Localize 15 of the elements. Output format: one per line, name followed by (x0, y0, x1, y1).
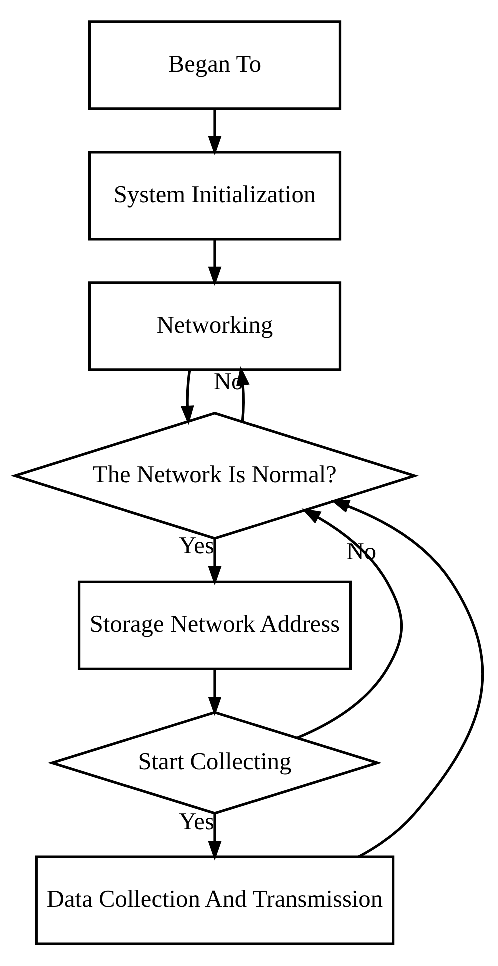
arrow (180, 370, 194, 426)
node-box: Data Collection And Transmission (35, 856, 395, 946)
arrow (208, 240, 222, 286)
node-box: Networking (88, 282, 342, 372)
arrow (208, 538, 222, 586)
arrow (208, 814, 222, 861)
arrow (296, 508, 403, 740)
arrow (208, 109, 222, 156)
node-box: System Initialization (88, 151, 342, 241)
arrow (330, 500, 484, 858)
node-diamond: Start Collecting (48, 711, 382, 815)
arrow (208, 670, 222, 716)
node-box: Storage Network Address (78, 580, 352, 670)
node-box: Began To (88, 20, 342, 110)
arrow (236, 366, 250, 422)
